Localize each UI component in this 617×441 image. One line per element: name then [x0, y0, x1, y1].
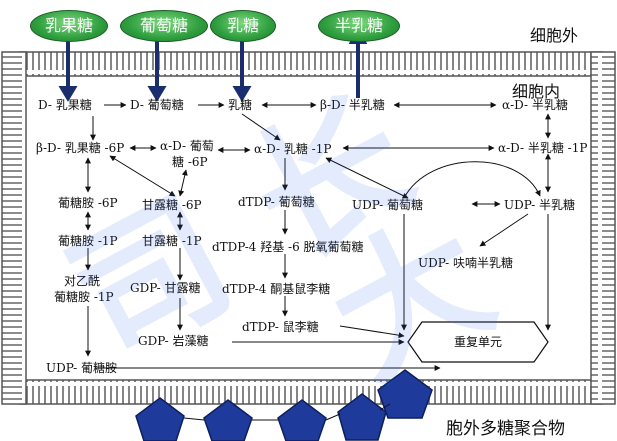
sugar-glucose: 葡萄糖	[120, 10, 208, 42]
node-d-glucose: D- 葡萄糖	[130, 98, 184, 112]
chain-links	[183, 403, 391, 421]
node-lactose: 乳糖	[228, 98, 253, 112]
node-lactose-1p: α-D- 乳糖 -1P	[254, 142, 332, 156]
node-udp-glcnac: UDP- 葡糖胺	[46, 361, 118, 375]
node-udp-galactofuranose: UDP- 呋喃半乳糖	[418, 256, 514, 270]
cell-membrane	[1, 51, 616, 405]
node-gdp-mannose: GDP- 甘露糖	[130, 281, 201, 295]
sugar-lactose: 乳糖	[210, 10, 276, 42]
node-d-lactulose: D- 乳果糖	[38, 98, 92, 112]
sugar-galactose: 半乳糖	[318, 10, 400, 42]
node-glucosamine-6p: 葡糖胺 -6P	[58, 196, 118, 210]
node-nacetyl-line1: 对乙酰	[64, 274, 101, 288]
node-dtdp-glucose: dTDP- 葡萄糖	[238, 195, 315, 209]
node-repeat-unit: 重复单元	[453, 335, 502, 349]
node-glucose-6p-line2: 糖 -6P	[172, 155, 208, 169]
label-extracellular: 细胞外	[530, 26, 579, 45]
node-dtdp-4keto-rhamnose: dTDP-4 酮基鼠李糖	[222, 282, 331, 296]
node-glucose-6p-line1: α-D- 葡萄	[160, 139, 214, 153]
node-beta-galactose: β-D- 半乳糖	[320, 98, 385, 112]
sugar-lactulose: 乳果糖	[30, 10, 108, 42]
polysaccharide-chain	[135, 369, 433, 441]
node-udp-glucose: UDP- 葡萄糖	[352, 198, 424, 212]
node-glucosamine-1p: 葡糖胺 -1P	[58, 234, 118, 248]
node-lactulose-6p: β-D- 乳果糖 -6P	[36, 141, 125, 155]
label-eps: 胞外多糖聚合物	[446, 419, 565, 439]
node-nacetyl-line2: 葡糖胺 -1P	[54, 290, 114, 304]
node-gdp-fucose: GDP- 岩藻糖	[138, 334, 209, 348]
node-galactose-1p: α-D- 半乳糖 -1P	[498, 141, 588, 155]
node-alpha-galactose: α-D- 半乳糖	[502, 98, 568, 112]
node-dtdp-rhamnose: dTDP- 鼠李糖	[242, 320, 319, 334]
node-udp-galactose: UDP- 半乳糖	[504, 198, 576, 212]
node-mannose-6p: 甘露糖 -6P	[142, 198, 202, 212]
reaction-arrows	[85, 102, 551, 371]
node-mannose-1p: 甘露糖 -1P	[142, 234, 202, 248]
node-dtdp-4keto-6deoxyglucose: dTDP-4 羟基 -6 脱氧葡萄糖	[212, 240, 364, 254]
label-intracellular: 细胞内	[512, 82, 561, 101]
repeat-unit-hexagon	[407, 321, 549, 363]
